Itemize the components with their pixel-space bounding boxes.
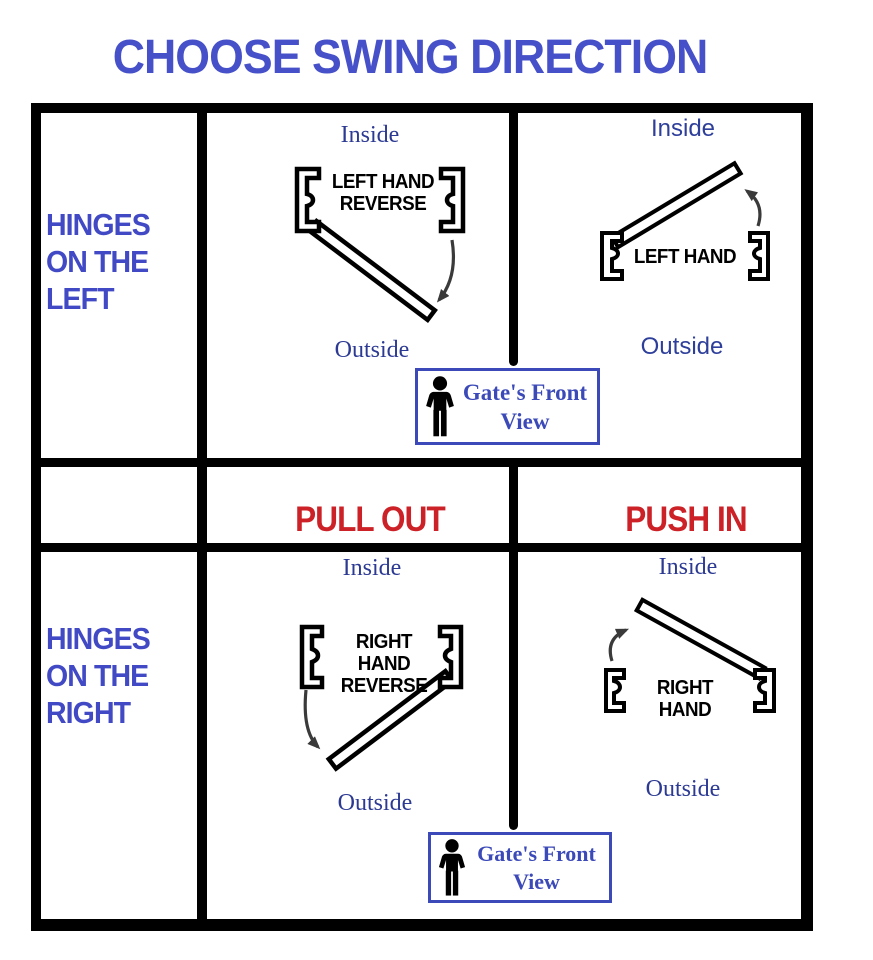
swing-label-bottom-middle: RIGHT HAND REVERSE [340,631,428,697]
outside-label-bottom-right: Outside [645,776,721,802]
right-gate-post [438,166,466,234]
inside-label-top-right: Inside [650,115,716,142]
column-divider-left [197,113,207,919]
left-hand-reverse-diagram [294,166,466,324]
right-gate-post [748,231,770,281]
outside-label-top-middle: Outside [334,337,410,363]
left-gate-post [299,624,325,690]
outside-label-bottom-middle: Outside [337,790,413,816]
right-hand-reverse-diagram [299,624,464,772]
row-divider-bottom [41,543,801,552]
gates-front-view-label-bottom: Gate's Front View [477,840,596,894]
inside-label-bottom-middle: Inside [342,555,402,581]
standing-person-icon [438,838,466,896]
swing-arrow [436,239,456,303]
swing-arrow [303,689,321,750]
left-gate-post [604,668,626,713]
left-hand-diagram [600,160,770,281]
gate-leaf [306,218,438,324]
push-in-label: PUSH IN [625,500,747,539]
swing-label-top-right: LEFT HAND [633,246,737,268]
gates-front-view-box-bottom: Gate's Front View [428,832,612,903]
column-divider-middle-bottom [509,458,518,830]
inside-label-bottom-right: Inside [658,554,718,580]
row-divider-top [41,458,801,467]
left-gate-post [294,166,322,234]
swing-arrow [744,189,762,227]
page-title: CHOOSE SWING DIRECTION [112,31,709,84]
outside-label-top-right: Outside [640,333,724,360]
right-gate-post [437,624,464,690]
hinges-right-label: HINGES ON THE RIGHT [46,621,151,730]
hinges-left-label: HINGES ON THE LEFT [46,207,151,316]
inside-label-top-middle: Inside [340,122,400,148]
column-divider-middle-top [509,113,518,366]
swing-label-bottom-right: RIGHT HAND [656,677,714,721]
standing-person-icon [426,375,454,436]
gate-leaf [609,160,744,250]
right-gate-post [753,668,776,713]
left-gate-post [600,231,624,281]
swing-table-frame [31,103,813,931]
gate-leaf [633,597,768,681]
right-hand-diagram [604,597,776,713]
pull-out-label: PULL OUT [295,500,446,539]
gates-front-view-box-top: Gate's Front View [415,368,600,445]
swing-arrow [608,628,629,662]
gates-front-view-label-top: Gate's Front View [462,379,588,434]
swing-label-top-middle: LEFT HAND REVERSE [331,171,435,215]
